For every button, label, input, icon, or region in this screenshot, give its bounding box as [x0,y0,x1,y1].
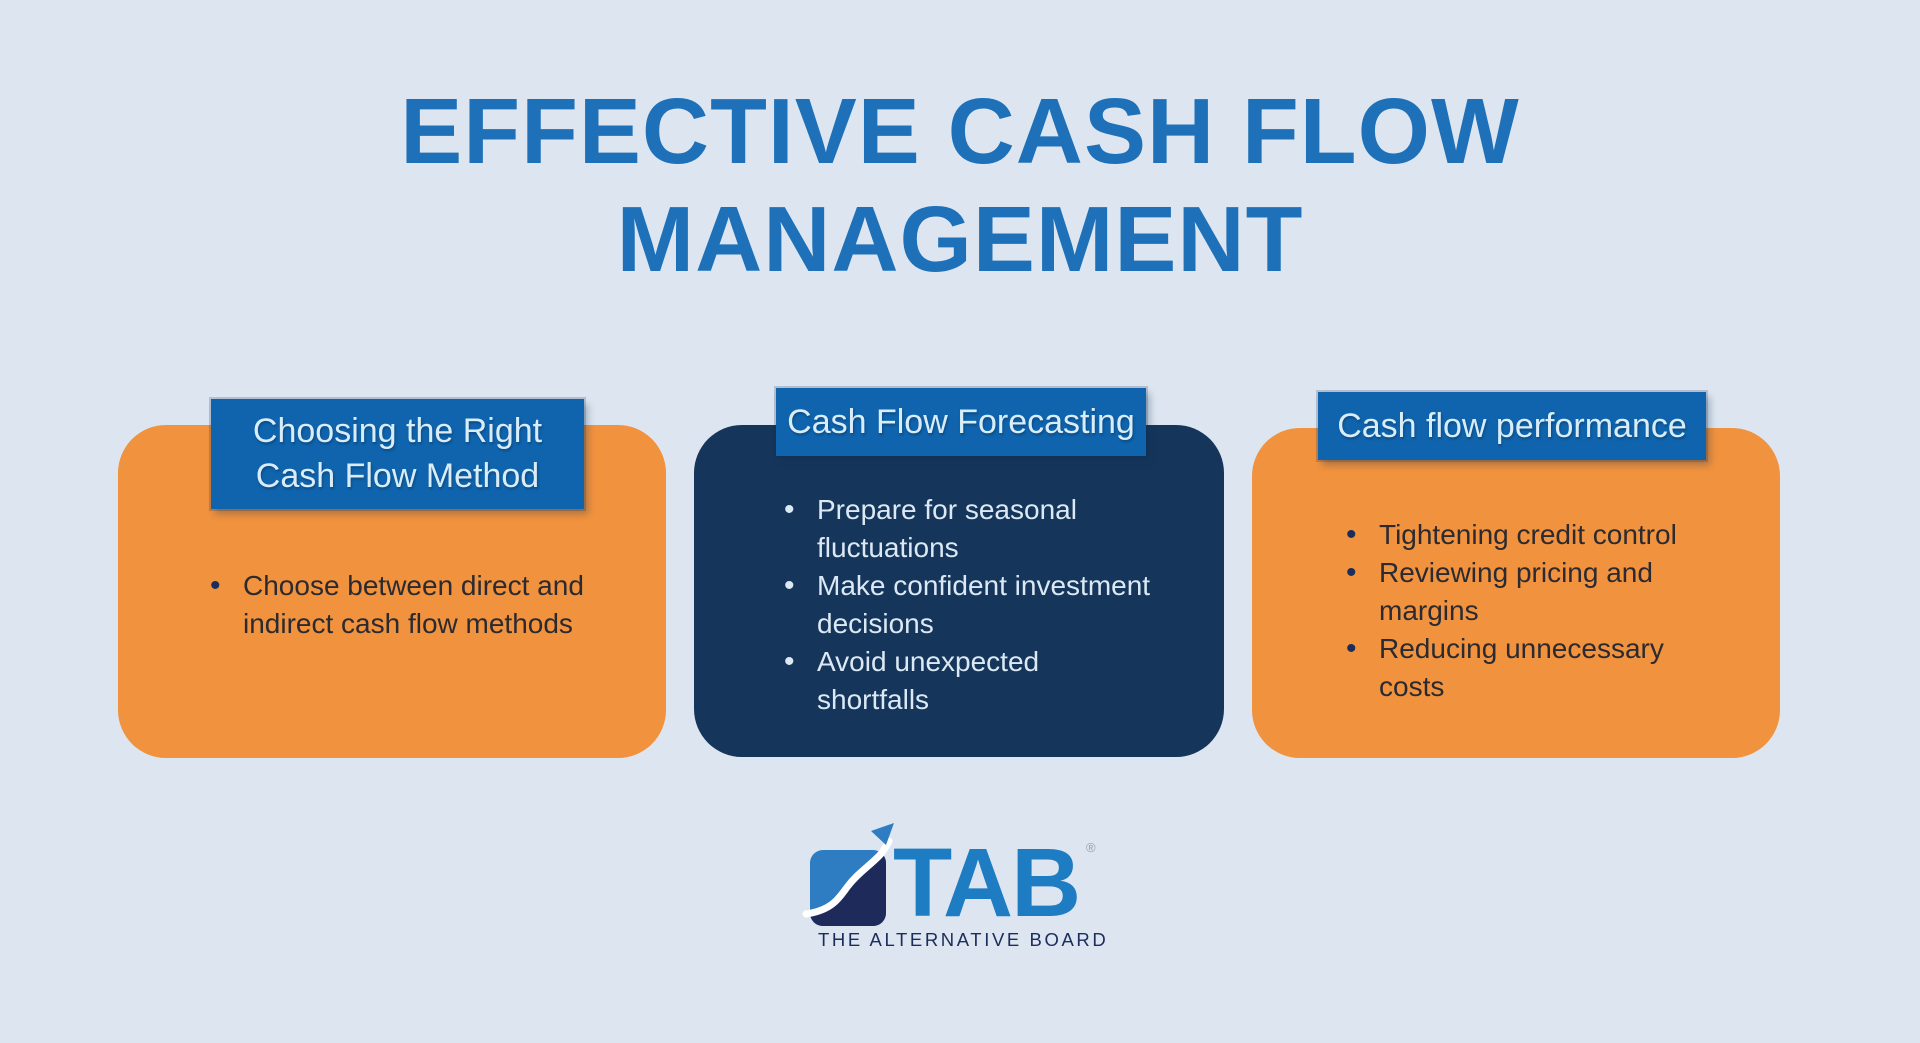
bullet-item: Avoid unexpected shortfalls [780,643,1152,719]
card-performance: Tightening credit control Reviewing pric… [1252,428,1780,758]
tab-logo-icon [798,822,898,933]
bullet-item: Tightening credit control [1342,516,1724,554]
card-performance-header: Cash flow performance [1318,392,1706,460]
card-performance-bullet-list: Tightening credit control Reviewing pric… [1342,516,1724,706]
header-line: Choosing the Right [252,412,543,451]
card-forecasting-bullet-list: Prepare for seasonal fluctuations Make c… [780,491,1152,719]
page-title-line-2: MANAGEMENT [616,186,1304,291]
registered-trademark-icon: ® [1086,840,1096,855]
bullet-item: Choose between direct and indirect cash … [206,567,604,643]
card-choosing-method-header: Choosing the Right Cash Flow Method [211,399,584,509]
tab-logo-tagline: THE ALTERNATIVE BOARD [818,929,1109,950]
tab-logo-wordmark: TAB [893,828,1081,937]
bullet-item: Reducing unnecessary costs [1342,630,1724,706]
header-line: Cash Flow Method [255,457,540,495]
bullet-item: Reviewing pricing and margins [1342,554,1724,630]
bullet-item: Make confident investment decisions [780,567,1152,643]
header-line: Cash Flow Forecasting [787,402,1135,441]
card-forecasting: Prepare for seasonal fluctuations Make c… [694,425,1224,757]
card-choosing-method-bullet-list: Choose between direct and indirect cash … [206,567,604,643]
bullet-item: Prepare for seasonal fluctuations [780,491,1152,567]
page-title-line-1: EFFECTIVE CASH FLOW [400,79,1520,183]
page-title: EFFECTIVE CASH FLOW MANAGEMENT [0,78,1920,294]
header-line: Cash flow performance [1337,406,1687,445]
card-forecasting-header: Cash Flow Forecasting [776,388,1146,456]
